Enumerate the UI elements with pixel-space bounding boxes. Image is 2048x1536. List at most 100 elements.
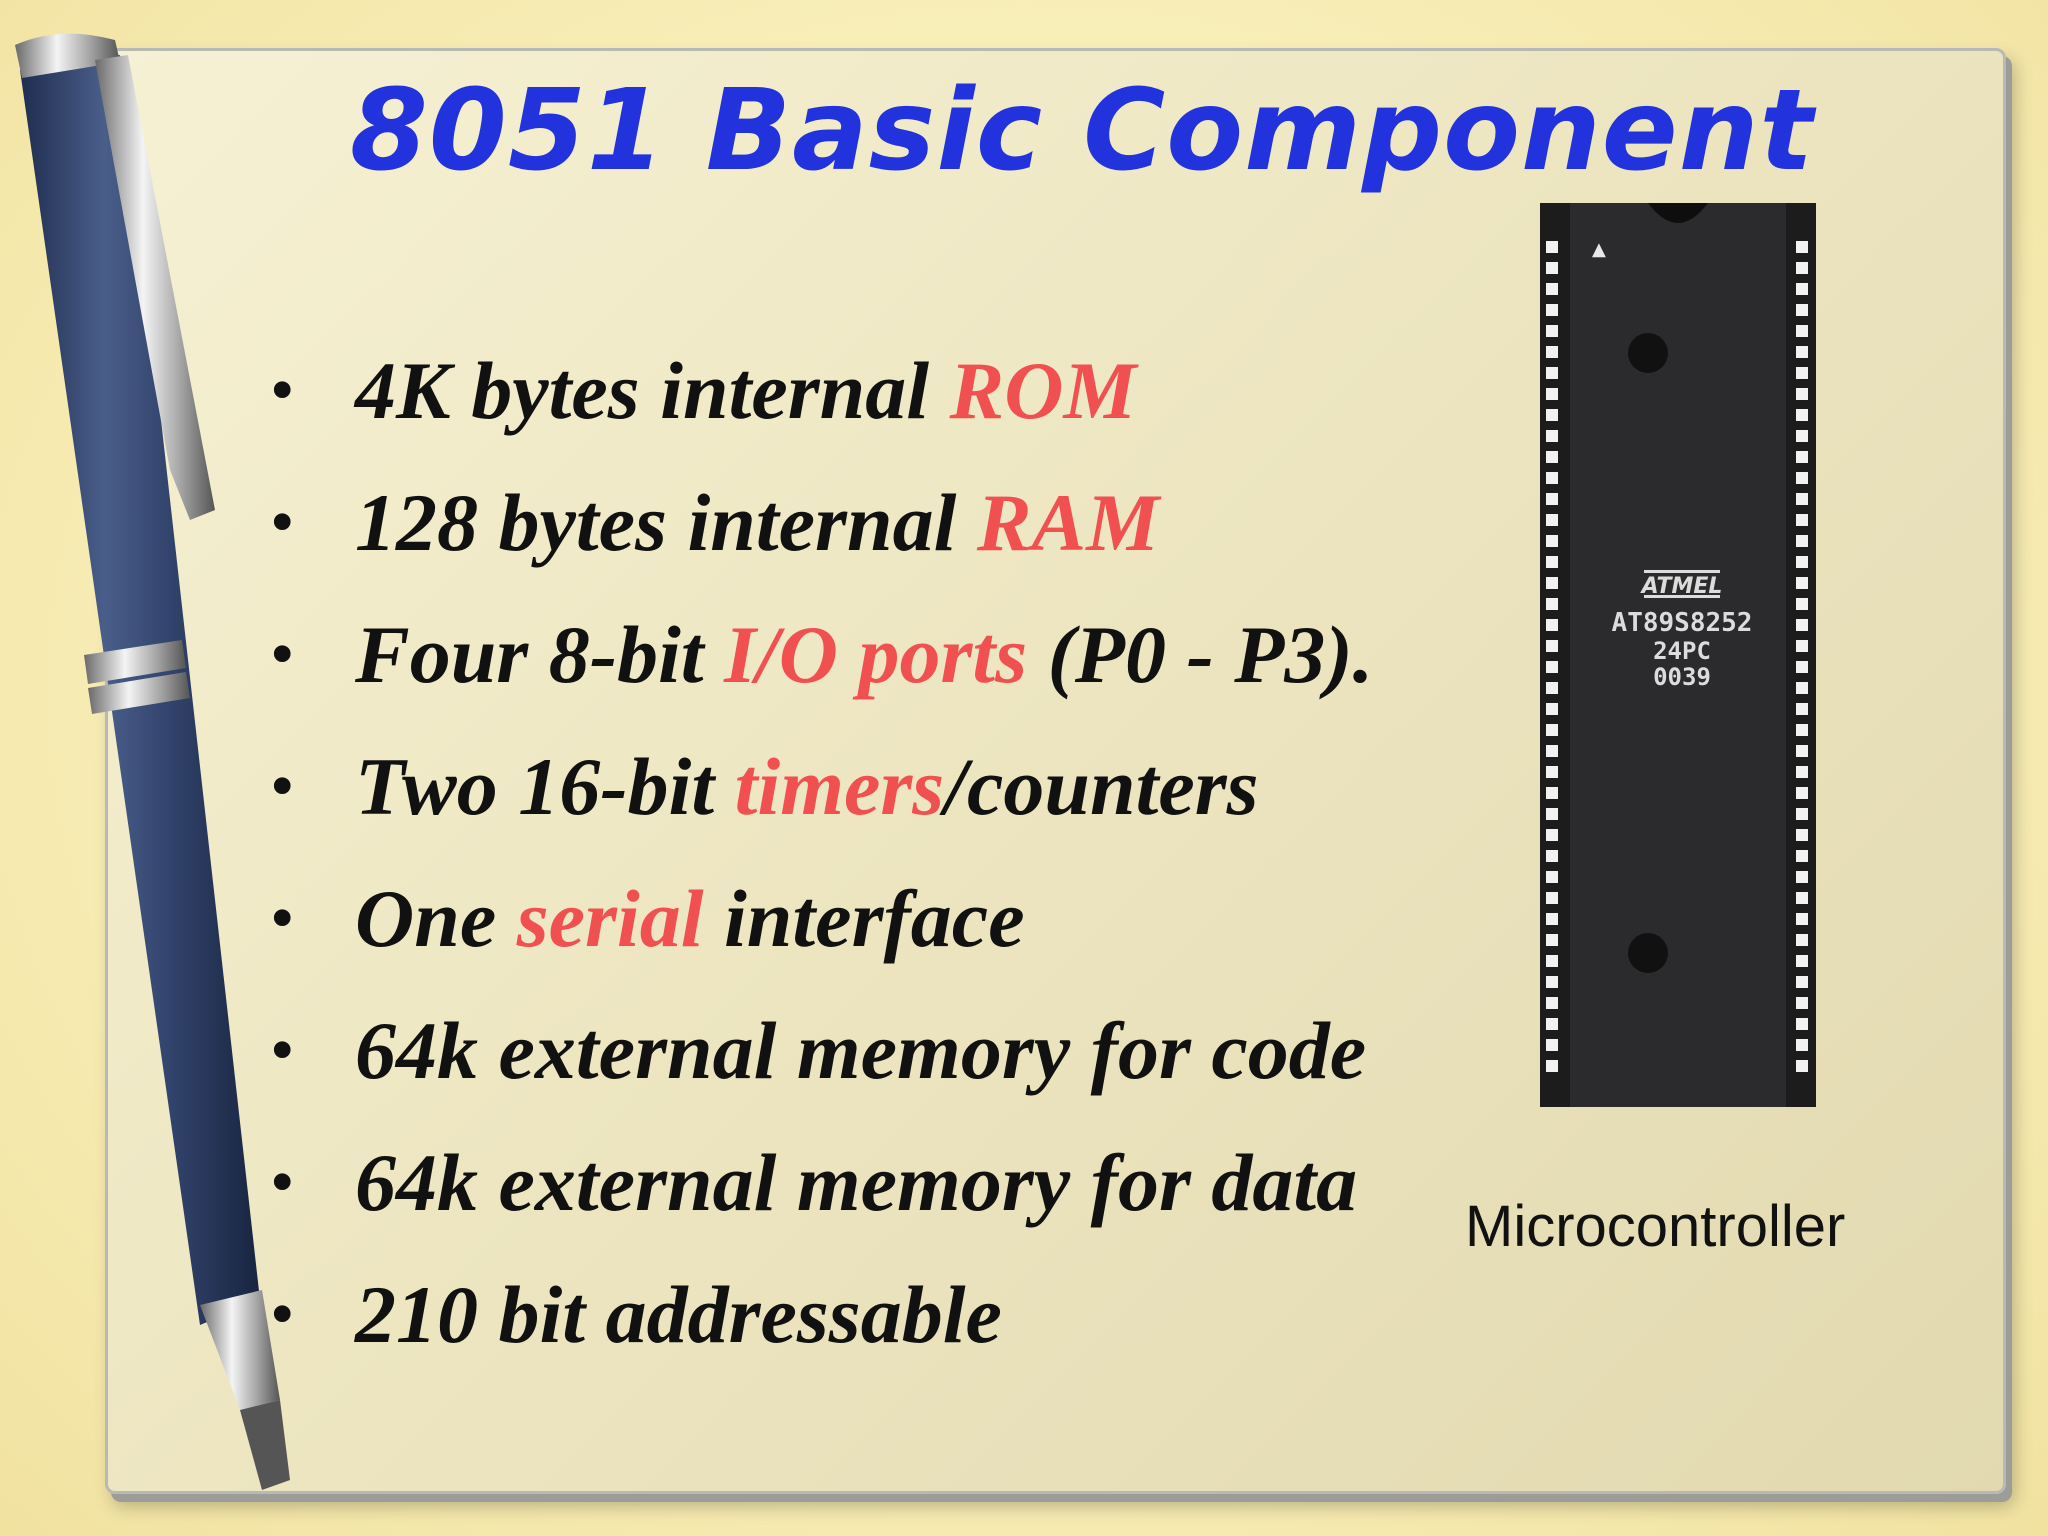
chip-pin (1796, 325, 1808, 337)
bullet-highlight: serial (516, 873, 704, 964)
chip-pin (1796, 724, 1808, 736)
bullet-dot: • (270, 484, 295, 561)
image-caption: Microcontroller (1465, 1194, 1846, 1259)
chip-pin (1796, 913, 1808, 925)
bullet-dot: • (270, 880, 295, 957)
chip-pin (1796, 598, 1808, 610)
chip-pin (1546, 346, 1558, 358)
chip-pin (1796, 871, 1808, 883)
chip-pin (1546, 661, 1558, 673)
bullet-item: • One serial interface (270, 853, 1373, 985)
chip-pin (1796, 1039, 1808, 1051)
bullet-dot: • (270, 352, 295, 429)
chip-pin (1796, 262, 1808, 274)
chip-pin (1546, 892, 1558, 904)
chip-pin (1796, 430, 1808, 442)
chip-pin (1796, 997, 1808, 1009)
chip-pin (1796, 829, 1808, 841)
chip-pin (1546, 976, 1558, 988)
chip-pin (1796, 451, 1808, 463)
chip-pin (1796, 514, 1808, 526)
bullet-text: 64k external memory for data (355, 1137, 1358, 1228)
bullet-item: •210 bit addressable (270, 1249, 1373, 1381)
bullet-item: •Two 16-bit timers/counters (270, 721, 1373, 853)
chip-pin (1796, 955, 1808, 967)
bullet-highlight: RAM (976, 477, 1160, 568)
chip-pin (1796, 535, 1808, 547)
chip-pin (1546, 493, 1558, 505)
bullet-text: 64k external memory for code (355, 1005, 1367, 1096)
chip-pin (1546, 787, 1558, 799)
chip-pin (1546, 241, 1558, 253)
chip-pin (1546, 724, 1558, 736)
chip-pin (1546, 745, 1558, 757)
chip-pin (1796, 808, 1808, 820)
chip-pin (1546, 871, 1558, 883)
chip-pin (1546, 409, 1558, 421)
chip-pin (1796, 745, 1808, 757)
chip-pin (1546, 556, 1558, 568)
bullet-text: Four 8-bit (355, 609, 725, 700)
chip-pin (1796, 346, 1808, 358)
chip-pin (1546, 934, 1558, 946)
chip-pin (1796, 1060, 1808, 1072)
chip-pin (1796, 1018, 1808, 1030)
bullet-text: 4K bytes internal (355, 345, 950, 436)
chip-pin (1546, 472, 1558, 484)
chip-pin (1796, 787, 1808, 799)
bullet-item: •64k external memory for code (270, 985, 1373, 1117)
chip-pin (1796, 934, 1808, 946)
chip-pin (1796, 703, 1808, 715)
chip-pin (1796, 640, 1808, 652)
chip-pin (1546, 367, 1558, 379)
chip-pin (1546, 955, 1558, 967)
bullet-dot: • (270, 616, 295, 693)
bullet-highlight: ROM (949, 345, 1137, 436)
bullet-list: •4K bytes internal ROM •128 bytes intern… (270, 325, 1373, 1381)
chip-pin (1546, 913, 1558, 925)
chip-pin (1546, 682, 1558, 694)
bullet-highlight: timers (734, 741, 945, 832)
bullet-item: • 4K bytes internal ROM (270, 325, 1373, 457)
bullet-dot: • (270, 748, 295, 825)
svg-text:ATMEL: ATMEL (1640, 574, 1723, 599)
chip-pin (1796, 892, 1808, 904)
chip-pin (1546, 577, 1558, 589)
microcontroller-chip-image: ▲ ATMEL AT89S8252 24PC 0039 (1540, 203, 1816, 1107)
chip-pin (1796, 766, 1808, 778)
chip-pin (1546, 766, 1558, 778)
chip-pin (1546, 304, 1558, 316)
chip-pin (1796, 493, 1808, 505)
bullet-dot: • (270, 1276, 295, 1353)
chip-pin (1546, 1018, 1558, 1030)
chip-pin (1546, 997, 1558, 1009)
bullet-text-after: interface (703, 873, 1025, 964)
chip-pin (1796, 367, 1808, 379)
chip-lot: 0039 (1653, 663, 1711, 691)
chip-pin (1546, 598, 1558, 610)
chip-pin (1546, 514, 1558, 526)
chip-pin (1796, 661, 1808, 673)
chip-pin (1796, 283, 1808, 295)
chip-pin (1546, 850, 1558, 862)
chip-pin (1546, 535, 1558, 547)
atmel-logo-icon: ATMEL (1640, 570, 1723, 599)
pen-illustration (15, 33, 290, 1490)
chip-pin (1796, 472, 1808, 484)
chip-pin (1546, 619, 1558, 631)
chip-pin (1796, 388, 1808, 400)
chip-pin (1546, 325, 1558, 337)
chip-grade: 24PC (1653, 637, 1711, 665)
chip-pin (1546, 388, 1558, 400)
bullet-text-after: (P0 - P3). (1027, 609, 1374, 700)
chip-pin (1796, 241, 1808, 253)
bullet-dot: • (270, 1144, 295, 1221)
chip-pin (1546, 430, 1558, 442)
chip-pin (1796, 556, 1808, 568)
chip-pin (1796, 619, 1808, 631)
bullet-text: One (355, 873, 517, 964)
chip-pin (1546, 808, 1558, 820)
chip-pin (1546, 703, 1558, 715)
chip-pin (1546, 262, 1558, 274)
